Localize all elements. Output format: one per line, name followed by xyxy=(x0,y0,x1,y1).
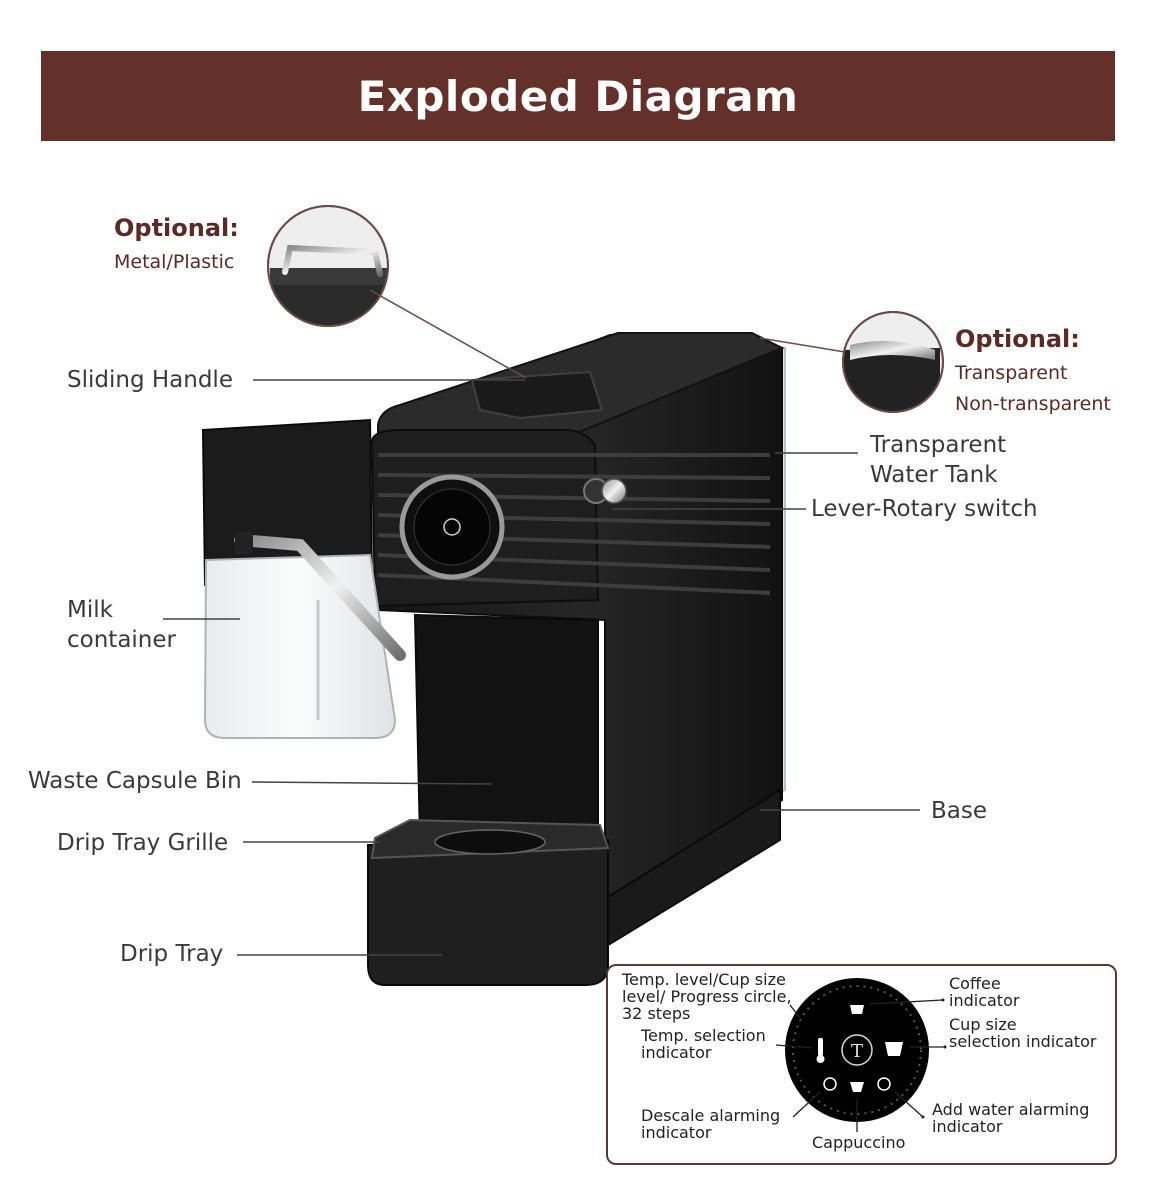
panel-coffee-1: Coffee xyxy=(949,974,1001,993)
descale-icon xyxy=(823,1077,837,1091)
optional-handle-option: Metal/Plastic xyxy=(114,251,235,273)
panel-temp-select-2: indicator xyxy=(641,1043,712,1062)
panel-add-water-2: indicator xyxy=(932,1117,1003,1136)
panel-temp-level-1: Temp. level/Cup size xyxy=(622,970,786,989)
label-lever-rotary-switch: Lever-Rotary switch xyxy=(811,496,1038,522)
label-water-tank-2: Water Tank xyxy=(870,462,998,488)
label-water-tank-1: Transparent xyxy=(870,432,1007,458)
panel-temp-select-1: Temp. selection xyxy=(641,1026,766,1045)
optional-tank-option-1: Transparent xyxy=(955,362,1068,384)
cappuccino-icon xyxy=(850,1082,864,1092)
panel-temp-level-3: 32 steps xyxy=(622,1004,691,1023)
cup-size-icon xyxy=(885,1042,903,1056)
sliding-handle xyxy=(470,370,604,420)
optional-tank-heading: Optional: xyxy=(955,325,1080,353)
label-milk-container-1: Milk xyxy=(67,597,113,623)
panel-coffee-2: indicator xyxy=(949,991,1020,1010)
panel-cappuccino: Cappuccino xyxy=(812,1133,906,1152)
milk-container xyxy=(203,553,397,739)
panel-temp-level-2: level/ Progress circle, xyxy=(622,987,792,1006)
label-base: Base xyxy=(931,798,988,824)
thermometer-icon xyxy=(818,1038,823,1056)
add-water-icon xyxy=(877,1077,891,1091)
drip-tray xyxy=(367,838,609,986)
label-waste-capsule-bin: Waste Capsule Bin xyxy=(28,768,242,794)
control-panel-box xyxy=(606,964,1117,1165)
optional-tank-option-2: Non-transparent xyxy=(955,393,1111,415)
panel-cup-size-2: selection indicator xyxy=(949,1032,1097,1051)
title-banner: Exploded Diagram xyxy=(41,51,1115,141)
label-milk-container-2: container xyxy=(67,627,176,653)
panel-descale-2: indicator xyxy=(641,1123,712,1142)
panel-cup-size-1: Cup size xyxy=(949,1015,1017,1034)
panel-leader-lines xyxy=(775,999,945,1132)
page-title: Exploded Diagram xyxy=(357,71,799,121)
lever-rotary-switch xyxy=(601,478,627,504)
control-panel-dial: T xyxy=(785,978,929,1122)
label-drip-tray-grille: Drip Tray Grille xyxy=(57,830,229,856)
svg-text:T: T xyxy=(851,1041,863,1062)
label-sliding-handle: Sliding Handle xyxy=(67,367,233,393)
leader-lines xyxy=(163,289,920,956)
panel-add-water-1: Add water alarming xyxy=(932,1100,1090,1119)
coffee-icon xyxy=(850,1005,864,1014)
panel-descale-1: Descale alarming xyxy=(641,1106,781,1125)
label-drip-tray: Drip Tray xyxy=(120,941,224,967)
optional-handle-heading: Optional: xyxy=(114,214,239,242)
